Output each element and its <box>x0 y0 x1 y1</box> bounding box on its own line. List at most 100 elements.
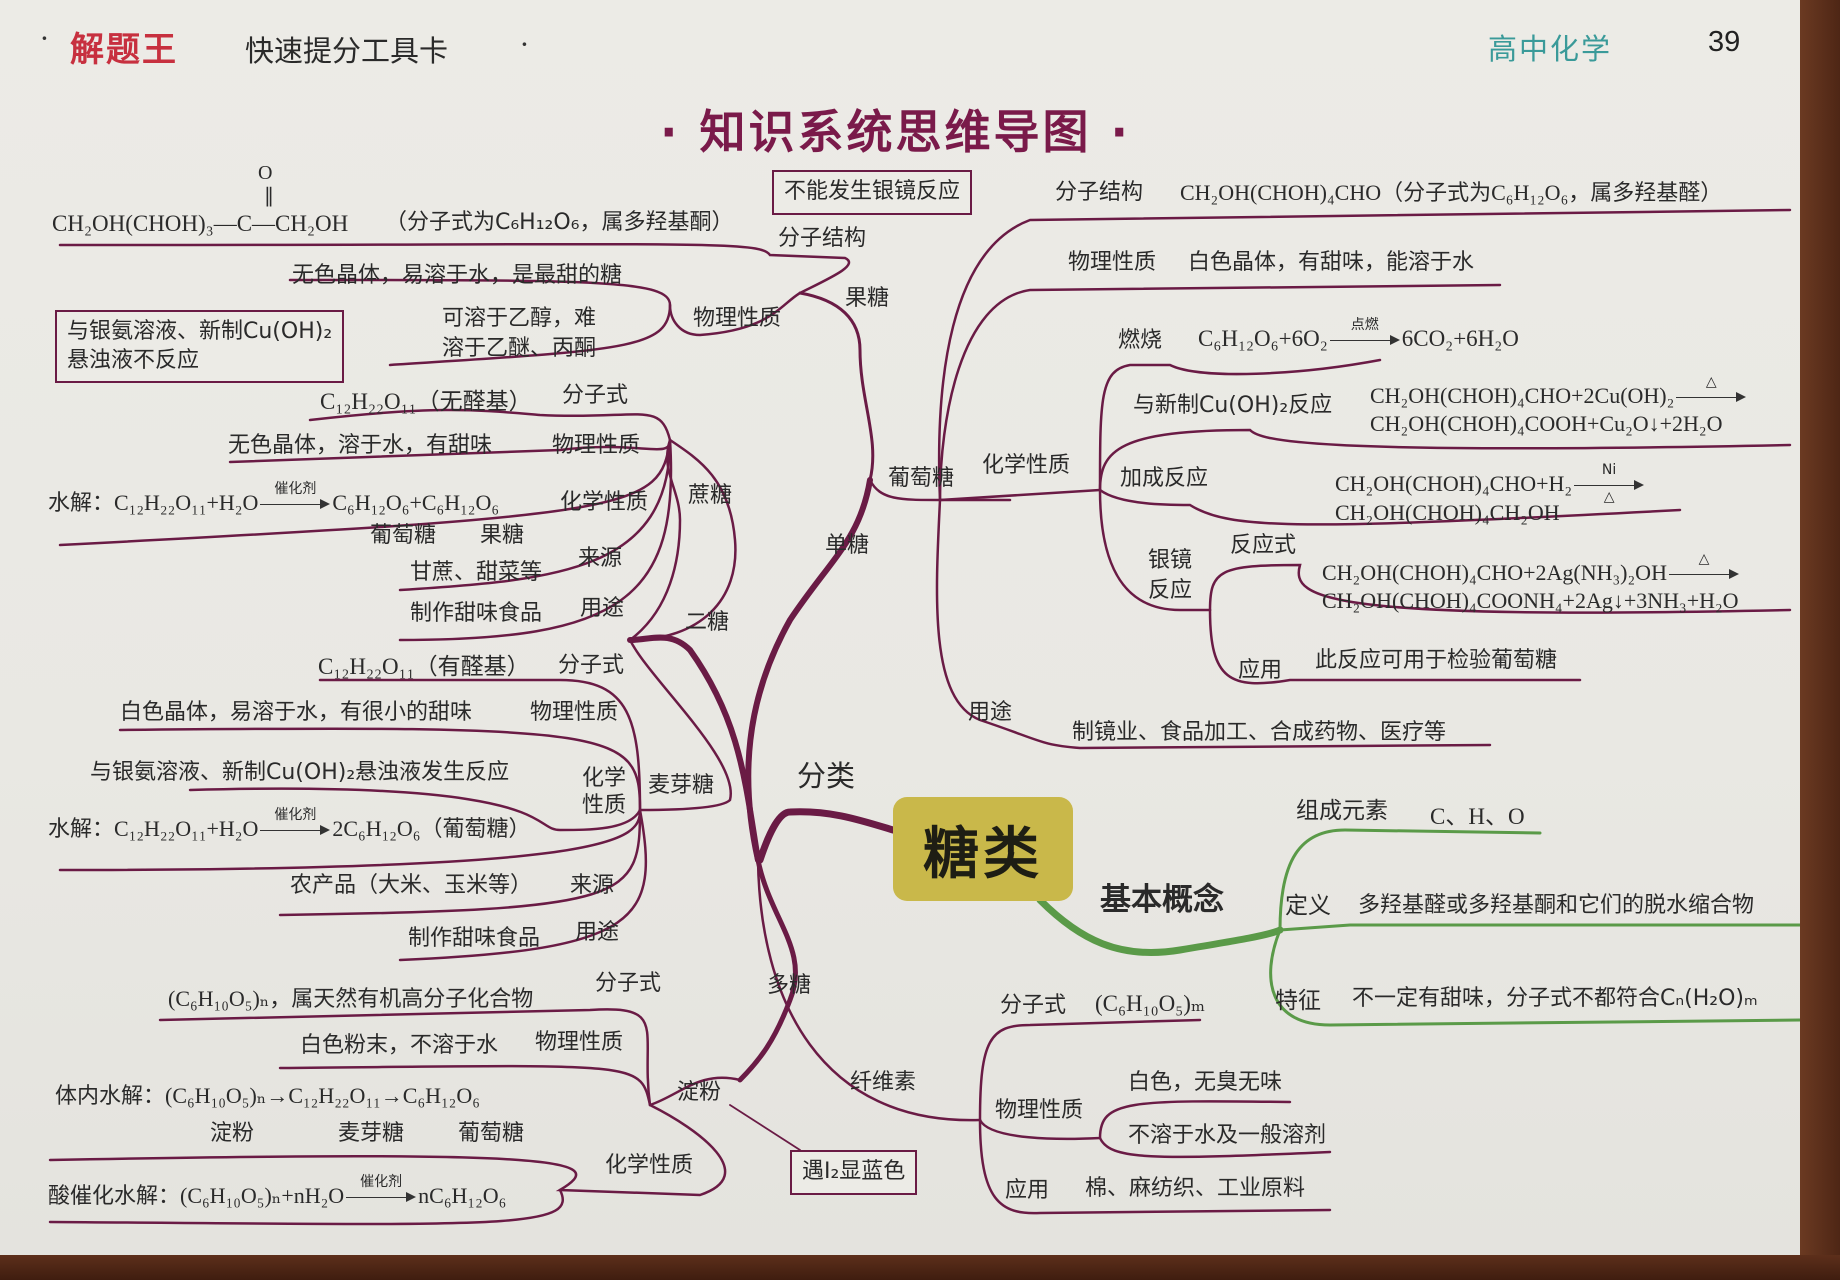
arrow-condition: 点燃 <box>1350 317 1379 334</box>
maltose-physical-label: 物理性质 <box>530 700 619 725</box>
branch-classification: 分类 <box>797 759 856 793</box>
silver-line1: CH₂OH(CHOH)₄CHO+2Ag(NH₃)₂OH△ <box>1322 552 1741 584</box>
node-disaccharide: 二糖 <box>685 610 730 635</box>
cuoh-line1: CH₂OH(CHOH)₄CHO+2Cu(OH)₂ △ <box>1370 375 1748 408</box>
feature-value: 不一定有甜味，分子式不都符合Cₙ(H₂O)ₘ <box>1352 986 1758 1011</box>
maltose-formula-label: 分子式 <box>558 653 625 678</box>
cellulose-formula-label: 分子式 <box>1000 993 1067 1018</box>
combustion-lhs: C₆H₁₂O₆+6O₂ <box>1198 326 1328 351</box>
sucrose-formula-label: 分子式 <box>562 383 629 408</box>
hydrolysis-prefix: 水解： <box>48 817 115 842</box>
sucrose-source-label: 来源 <box>578 546 623 571</box>
sucrose-physical-value: 无色晶体，溶于水，有甜味 <box>228 433 493 458</box>
node-polysaccharide: 多糖 <box>767 973 812 998</box>
definition-label: 定义 <box>1285 893 1331 919</box>
silver-label-2: 反应 <box>1148 578 1193 603</box>
glucose-use-label: 用途 <box>968 700 1013 725</box>
maltose-use-label: 用途 <box>575 920 620 945</box>
starch-formula-label: 分子式 <box>595 971 662 996</box>
cellulose-physical-1: 白色，无臭无味 <box>1128 1070 1283 1095</box>
acid-prefix: 酸催化水解： <box>48 1184 181 1209</box>
acid-rhs: nC₆H₁₂O₆ <box>418 1183 507 1208</box>
maltose-physical-value: 白色晶体，易溶于水，有很小的甜味 <box>120 700 473 725</box>
cellulose-app-label: 应用 <box>1005 1178 1050 1203</box>
header-dot-right: · <box>520 28 529 61</box>
subject-label: 高中化学 <box>1488 32 1613 66</box>
combustion-rhs: 6CO₂+6H₂O <box>1401 326 1519 351</box>
silver-eq-label: 反应式 <box>1230 533 1297 558</box>
addition-line2: CH₂OH(CHOH)₄CH₂OH <box>1335 500 1560 525</box>
sucrose-callout: 与银氨溶液、新制Cu(OH)₂ 悬浊液不反应 <box>55 310 345 384</box>
node-sucrose: 蔗糖 <box>688 483 733 508</box>
silver-label-1: 银镜 <box>1148 548 1193 573</box>
starch-in-vivo: 体内水解：(C₆H₁₀O₅)ₙ→C₁₂H₂₂O₁₁→C₆H₁₂O₆ <box>55 1085 480 1108</box>
arrow-condition: △ <box>1705 374 1717 391</box>
arrow-condition-bottom: △ <box>1603 490 1615 506</box>
sucrose-callout-line1: 与银氨溶液、新制Cu(OH)₂ <box>67 319 333 344</box>
addition-label: 加成反应 <box>1120 466 1209 491</box>
sucrose-physical-label: 物理性质 <box>552 433 641 458</box>
node-fructose: 果糖 <box>845 286 890 311</box>
elements-label: 组成元素 <box>1296 798 1388 824</box>
glucose-physical-label: 物理性质 <box>1068 250 1157 275</box>
glucose-structure-value: CH₂OH(CHOH)₄CHO（分子式为C₆H₁₂O₆，属多羟基醛） <box>1180 180 1723 205</box>
glucose-chemical-label: 化学性质 <box>982 453 1071 478</box>
feature-label: 特征 <box>1275 988 1321 1014</box>
arrow-condition: 催化剂 <box>360 1174 403 1191</box>
elements-value: C、H、O <box>1430 804 1525 829</box>
in-vivo-name-maltose: 麦芽糖 <box>338 1121 405 1146</box>
node-glucose: 葡萄糖 <box>888 466 955 491</box>
silver-line2: CH₂OH(CHOH)₄COONH₄+2Ag↓+3NH₃+H₂O <box>1322 588 1739 613</box>
fructose-physical-label: 物理性质 <box>693 306 782 331</box>
in-vivo-name-starch: 淀粉 <box>210 1121 255 1146</box>
reaction-arrow-icon: △ <box>1668 552 1739 580</box>
starch-chemical-label: 化学性质 <box>605 1153 694 1178</box>
sucrose-chemical-label: 化学性质 <box>560 490 649 515</box>
in-vivo-name-glucose: 葡萄糖 <box>458 1121 525 1146</box>
maltose-chemical-1: 与银氨溶液、新制Cu(OH)₂悬浊液发生反应 <box>90 760 510 785</box>
starch-formula-value: (C₆H₁₀O₅)ₙ，属天然有机高分子化合物 <box>168 986 534 1011</box>
wood-table-edge <box>1800 0 1840 1280</box>
maltose-use-value: 制作甜味食品 <box>408 926 541 951</box>
in-vivo-prefix: 体内水解： <box>55 1084 166 1109</box>
node-monosaccharide: 单糖 <box>825 533 870 558</box>
hydrolysis-rhs: C₆H₁₂O₆+C₆H₁₂O₆ <box>332 490 500 515</box>
reaction-arrow-icon: △ <box>1676 375 1747 403</box>
reaction-arrow-icon: Ni △ <box>1574 463 1645 505</box>
silver-app-label: 应用 <box>1238 658 1283 683</box>
fructose-physical-2b: 溶于乙醚、丙酮 <box>442 336 597 361</box>
fructose-structure-label: 分子结构 <box>778 226 867 251</box>
cellulose-formula-value: (C₆H₁₀O₅)ₘ <box>1095 991 1206 1016</box>
branch-lines <box>48 208 1792 1226</box>
silver-app-value: 此反应可用于检验葡萄糖 <box>1315 648 1558 673</box>
arrow-condition: 催化剂 <box>274 481 317 498</box>
reaction-arrow-icon: 催化剂 <box>260 808 331 836</box>
glucose-structure-label: 分子结构 <box>1055 180 1144 205</box>
brand-logo: 解题王 <box>70 30 178 70</box>
cuoh-line2: CH₂OH(CHOH)₄COOH+Cu₂O↓+2H₂O <box>1370 411 1723 436</box>
brand-subtitle: 快速提分工具卡 <box>245 34 449 68</box>
combustion-equation: C₆H₁₂O₆+6O₂ 点燃 6CO₂+6H₂O <box>1198 318 1519 351</box>
sucrose-callout-line2: 悬浊液不反应 <box>67 347 200 373</box>
node-maltose: 麦芽糖 <box>648 773 715 798</box>
sucrose-product-fructose: 果糖 <box>480 523 525 548</box>
page-title: · 知识系统思维导图 · <box>660 105 1131 159</box>
fructose-structure-note: （分子式为C₆H₁₂O₆，属多羟基酮） <box>385 210 734 235</box>
glucose-use-value: 制镜业、食品加工、合成药物、医疗等 <box>1072 720 1447 745</box>
in-vivo-chain: (C₆H₁₀O₅)ₙ→C₁₂H₂₂O₁₁→C₆H₁₂O₆ <box>165 1083 480 1108</box>
hydrolysis-lhs: C₁₂H₂₂O₁₁+H₂O <box>114 490 259 515</box>
arrow-condition-top: Ni <box>1601 462 1617 479</box>
fructose-structure-formula: CH₂OH(CHOH)₃—C—CH₂OH <box>52 211 349 236</box>
maltose-chemical-label-2: 性质 <box>582 793 627 818</box>
maltose-source-value: 农产品（大米、玉米等） <box>290 873 533 898</box>
combustion-label: 燃烧 <box>1118 328 1163 353</box>
cuoh-reactants: CH₂OH(CHOH)₄CHO+2Cu(OH)₂ <box>1370 383 1675 408</box>
reaction-arrow-icon: 催化剂 <box>260 482 331 510</box>
basic-concept-lines <box>1036 828 1800 1027</box>
cellulose-physical-2: 不溶于水及一般溶剂 <box>1128 1123 1327 1148</box>
fructose-carbonyl-o: O <box>258 162 273 184</box>
starch-physical-label: 物理性质 <box>535 1030 624 1055</box>
